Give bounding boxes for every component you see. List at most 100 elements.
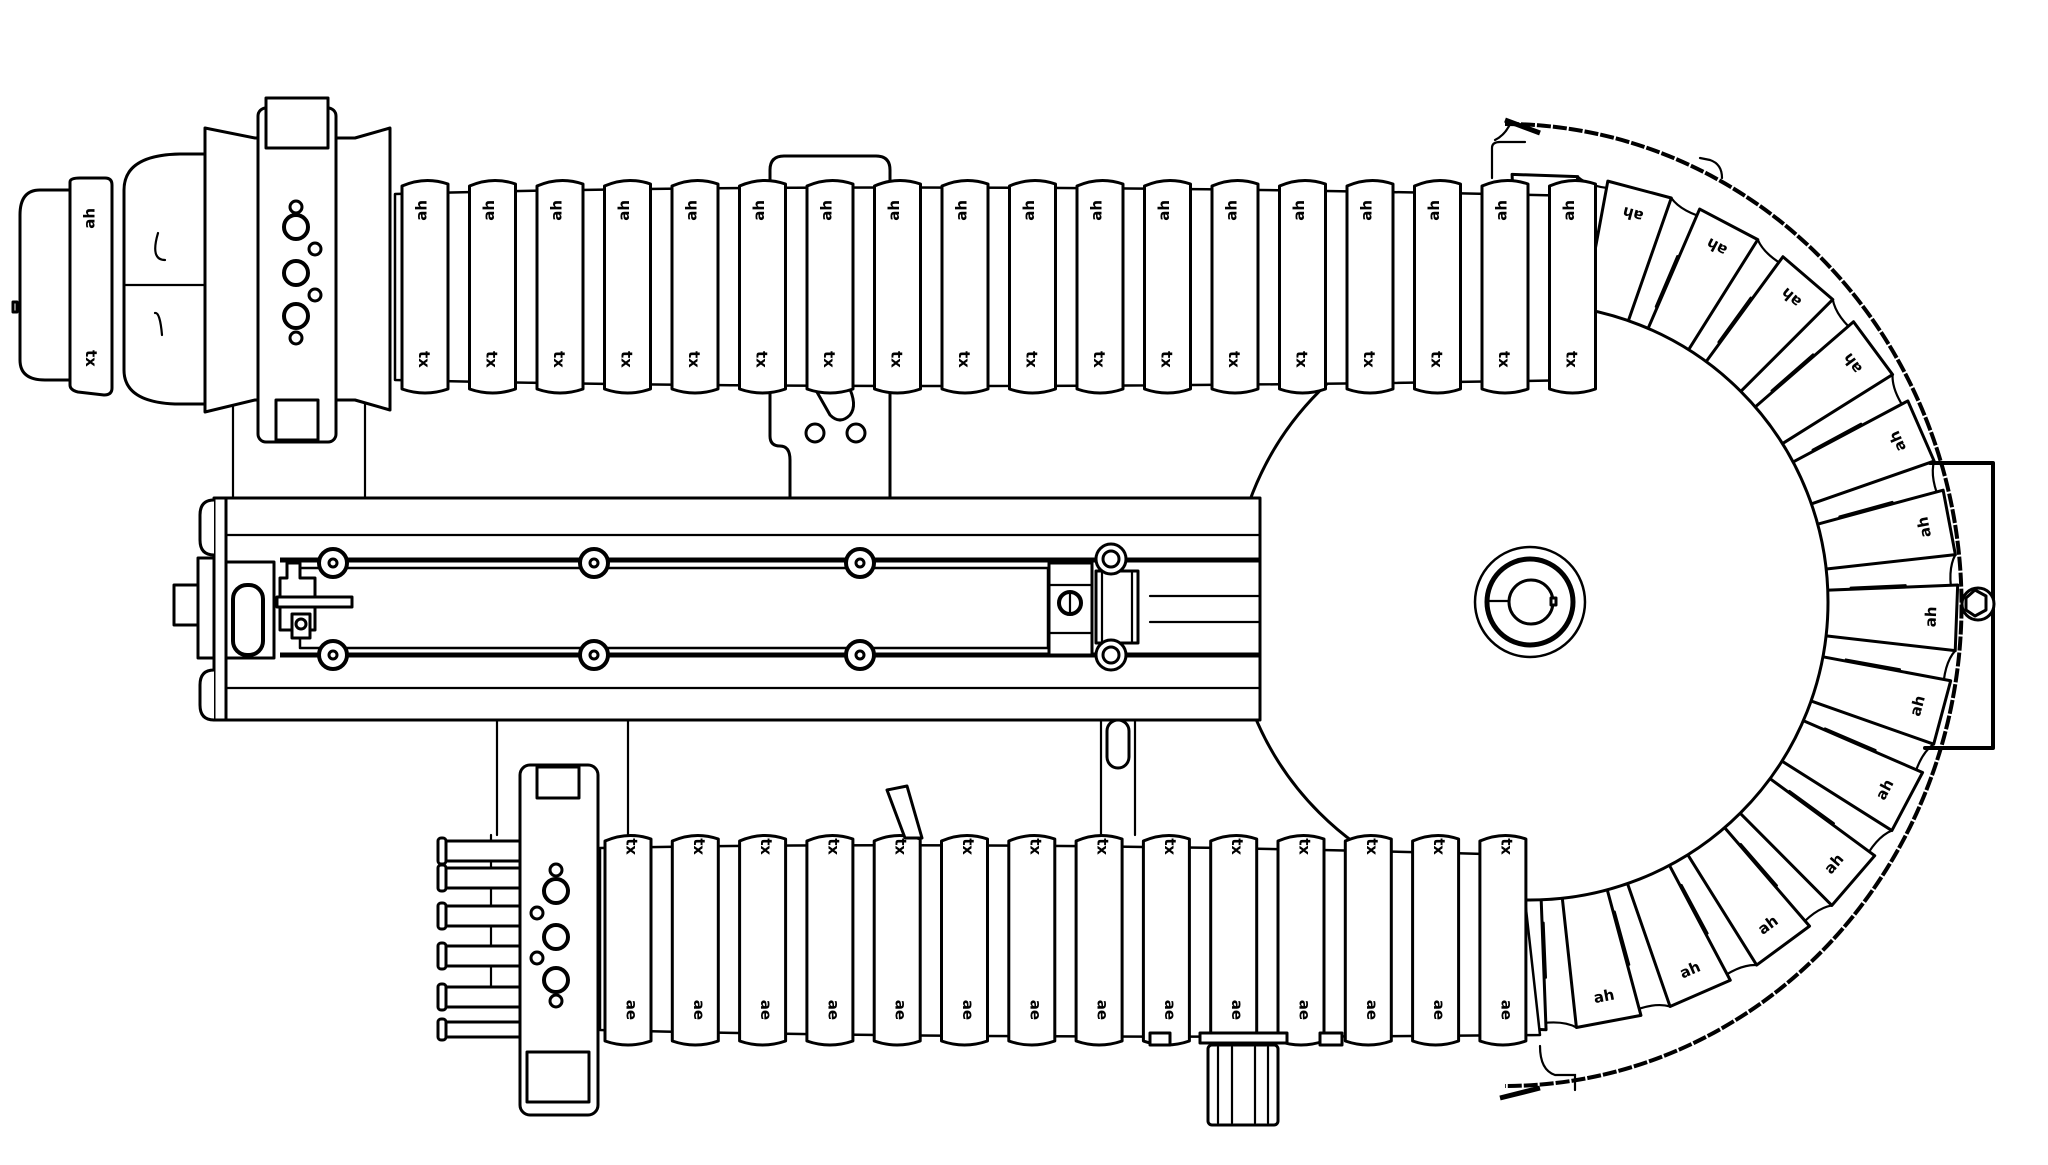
carriage-ear-hole [1101,549,1121,569]
link-mark: tx [1360,351,1378,368]
carriage-ear-hole [1101,645,1121,665]
chain-foot [1318,1031,1344,1047]
link-mark: ɥɐ [1157,200,1175,221]
link-mark: ǝɐ [756,1000,774,1020]
link-mark: ǝɐ [1159,1000,1177,1020]
screw-hole-small [288,199,304,215]
bracket-hole [845,422,867,444]
rail-screw [317,639,349,671]
link-mark: ǝɐ [890,1000,908,1020]
link-mark: ǝɐ [823,1000,841,1020]
chain-link: ɥɐ tx [873,179,922,395]
guide-pin [436,901,522,931]
end-plate-lug [198,498,216,557]
rotary-wheel [1230,302,1830,902]
link-mark: ɥɐ [1292,200,1310,221]
link-mark: tx [1225,351,1243,368]
screw-hole [542,923,570,951]
link-mark: xʇ [1159,838,1177,855]
link-mark: ɥɐ [82,208,100,229]
link-mark: ɥɐ [954,200,972,221]
link-mark: ɥɐ [1923,606,1942,627]
screw-hole-small [307,287,323,303]
chain-link: ɥɐ tx [738,179,787,395]
top-chain: ɥɐtxɥɐtxɥɐtxɥɐtxɥɐtxɥɐtxɥɐtxɥɐtxɥɐtxɥɐtx… [400,179,1597,395]
end-link [68,176,114,397]
sensor-rod [275,595,354,609]
link-mark: xʇ [756,838,774,855]
guide-pin [436,1017,522,1042]
bottom-clamp-tab-top [535,765,581,800]
screw-hole-small [288,330,304,346]
screw-hole-small [529,905,545,921]
bottom-clamp-tab-bottom [525,1050,591,1104]
screw-hole-small [529,950,545,966]
link-mark: tx [1428,351,1446,368]
cable-clamp-housing [122,152,207,406]
limit-switch [231,583,265,657]
link-mark: tx [550,351,568,368]
right-side-bracket [1923,461,1996,750]
link-mark: xʇ [1361,838,1379,855]
screw-hole-small [548,862,564,878]
rail-screw [317,547,349,579]
link-mark: tx [753,351,771,368]
chain-link: xʇ ǝɐ [1141,834,1191,1047]
link-mark: ǝɐ [958,1000,976,1020]
link-mark: ɥɐ [684,200,702,221]
clamp-tab-top [264,96,330,150]
link-mark: ɥɐ [1592,987,1616,1009]
arc-chain-link: ɥɐ [1807,654,1953,785]
link-mark: tx [955,351,973,368]
link-mark: ǝɐ [1294,1000,1312,1020]
link-mark: tx [1090,351,1108,368]
chain-link: xʇ ǝɐ [872,834,922,1047]
clamp-arrow [154,231,167,262]
guide-pin [436,836,522,866]
chain-link: xʇ ǝɐ [1276,834,1326,1047]
link-mark: ɥɐ [752,200,770,221]
link-mark: xʇ [688,838,706,855]
screw-hole-small [307,241,323,257]
knob-base [1198,1031,1289,1045]
screw-hole [542,966,570,994]
keyway-notch [1549,596,1558,607]
screw-hole [542,877,570,905]
link-mark: ǝɐ [1025,1000,1043,1020]
link-mark: ǝɐ [688,1000,706,1020]
screw-hole [282,259,310,287]
pins [436,836,522,1042]
motor-mount [196,556,216,660]
link-mark: tx [1495,351,1513,368]
rail-screws [317,547,876,671]
link-mark: ɥɐ [1494,200,1512,221]
chain-link: xʇ ǝɐ [670,834,720,1047]
link-mark: tx [1563,351,1581,368]
hex-nut-icon [1964,588,1988,618]
link-mark: ɥɐ [887,200,905,221]
link-mark: tx [888,351,906,368]
link-mark: ɥɐ [482,200,500,221]
bracket-hole [804,422,826,444]
rail-carriage-channel [298,566,1050,650]
link-mark: xʇ [1294,838,1312,855]
link-mark: xʇ [823,838,841,855]
link-mark: tx [820,351,838,368]
link-mark: ɥɐ [1908,694,1931,719]
chain-link: xʇ ǝɐ [805,834,855,1047]
link-mark: xʇ [890,838,908,855]
rail-screw [844,547,876,579]
